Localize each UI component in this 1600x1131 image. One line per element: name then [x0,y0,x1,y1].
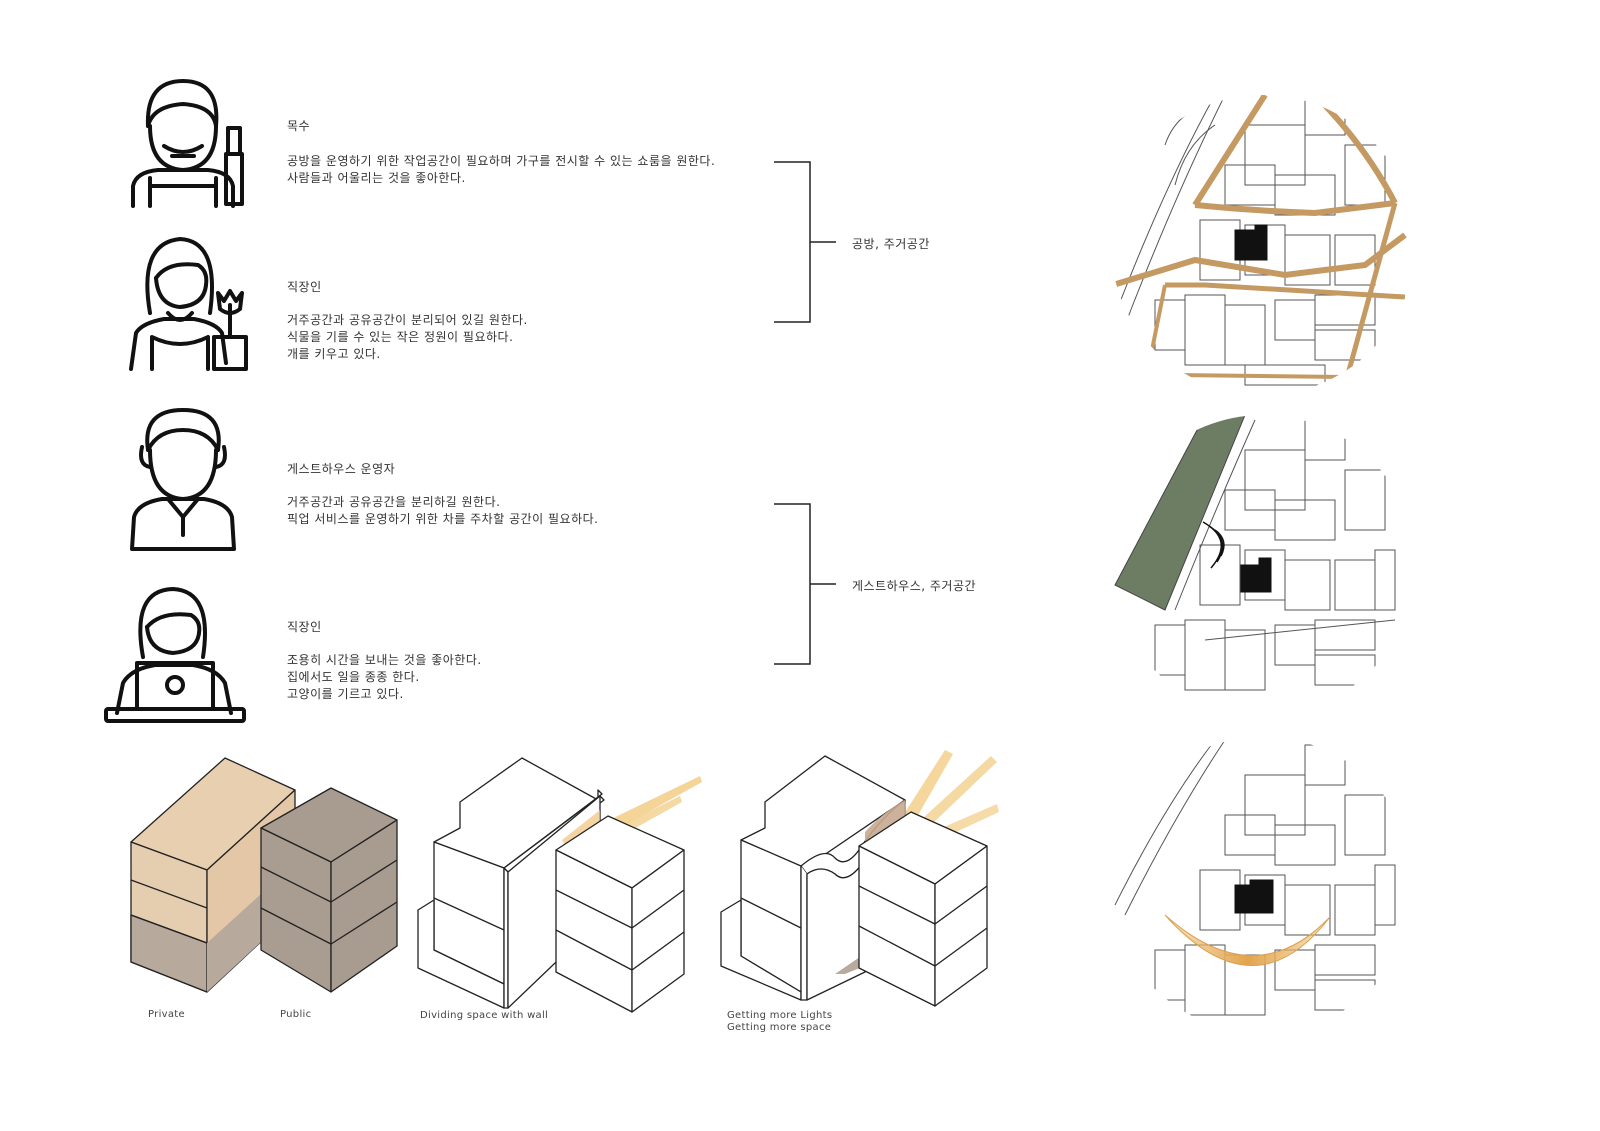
group-label: 공방, 주거공간 [852,237,930,251]
persona-4: 직장인 조용히 시간을 보내는 것을 좋아한다. 집에서도 일을 종종 한다. … [287,618,767,703]
public-label: Public [280,1009,312,1020]
persona-name: 직장인 [287,280,322,294]
gardener-woman-icon [129,237,248,371]
curved-wall-light-diagram [720,750,999,1007]
group-bracket [774,503,836,665]
light-caption: Getting more Lights Getting more space [727,1010,832,1034]
persona-name: 직장인 [287,620,322,634]
road-network-map-icon [1112,95,1407,386]
persona-line: 공방을 운영하기 위한 작업공간이 필요하며 가구를 전시할 수 있는 쇼룸을 … [287,154,716,168]
persona-1: 목수 공방을 운영하기 위한 작업공간이 필요하며 가구를 전시할 수 있는 쇼… [287,117,767,187]
private-public-massing-diagram [130,757,398,993]
persona-line: 사람들과 어울리는 것을 좋아한다. [287,171,466,185]
persona-line: 개를 키우고 있다. [287,347,381,361]
sunlight-arc-map-icon [1114,739,1396,1016]
wall-caption: Dividing space with wall [420,1010,549,1021]
persona-name: 게스트하우스 운영자 [287,462,396,476]
light-caption-line-2: Getting more space [727,1022,832,1033]
persona-line: 식물을 기를 수 있는 작은 정원이 필요하다. [287,330,514,344]
light-caption-line-1: Getting more Lights [727,1010,833,1021]
group-label: 게스트하우스, 주거공간 [852,579,977,593]
woman-laptop-icon [104,587,246,723]
persona-line: 고양이를 기르고 있다. [287,687,404,701]
persona-line: 거주공간과 공유공간이 분리되어 있길 원한다. [287,313,528,327]
group-bracket [774,161,836,323]
dividing-wall-diagram [417,757,702,1013]
park-sound-map-icon [1114,415,1396,691]
private-label: Private [148,1009,185,1020]
persona-line: 거주공간과 공유공간을 분리하길 원한다. [287,495,501,509]
persona-name: 목수 [287,119,311,133]
persona-3: 게스트하우스 운영자 거주공간과 공유공간을 분리하길 원한다. 픽업 서비스를… [287,460,767,528]
man-polo-icon [130,408,236,551]
persona-2: 직장인 거주공간과 공유공간이 분리되어 있길 원한다. 식물을 기를 수 있는… [287,278,767,363]
persona-line: 픽업 서비스를 운영하기 위한 차를 주차할 공간이 필요하다. [287,512,599,526]
persona-line: 조용히 시간을 보내는 것을 좋아한다. [287,653,482,667]
persona-line: 집에서도 일을 종종 한다. [287,670,420,684]
carpenter-icon [131,79,244,208]
